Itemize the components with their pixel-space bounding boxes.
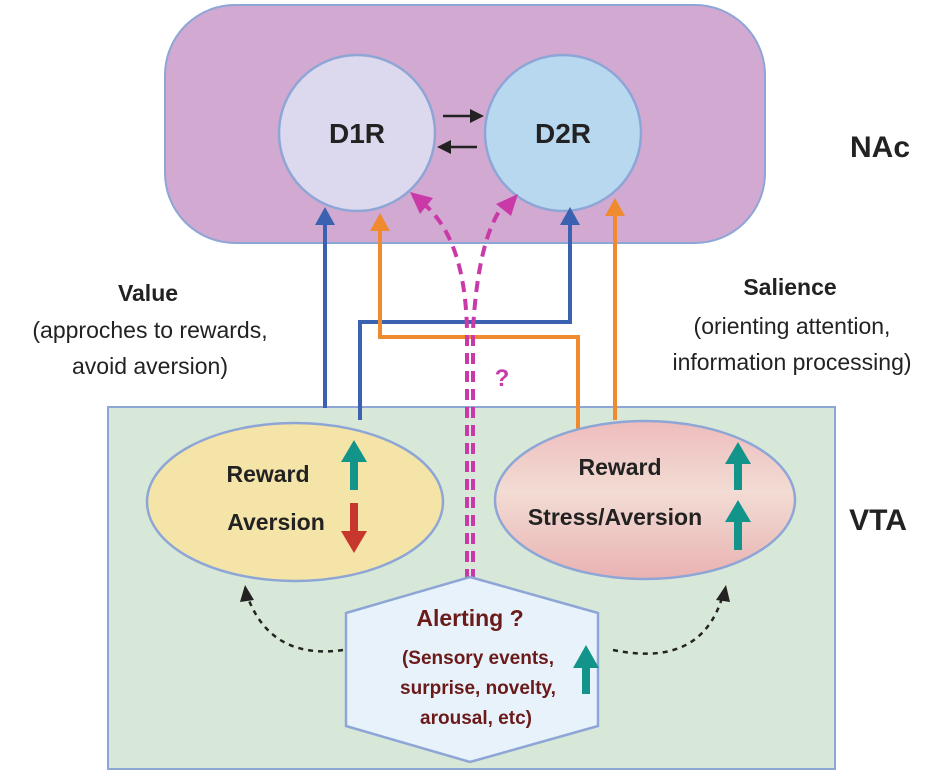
nac-region [164, 4, 766, 244]
alerting-line1: (Sensory events, [402, 648, 554, 669]
alerting-line2: surprise, novelty, [400, 678, 556, 699]
d2r-label: D2R [535, 118, 591, 149]
salience-title: Salience [743, 274, 836, 300]
alerting-title: Alerting ? [416, 605, 523, 631]
salience-pathway-orange [378, 214, 617, 432]
nac-label: NAc [850, 131, 910, 164]
up-arrow-icon [341, 440, 367, 490]
value-title: Value [118, 280, 178, 306]
salience-neuron-reward: Reward [578, 454, 661, 480]
up-arrow-icon [573, 645, 599, 694]
value-neuron-reward: Reward [226, 461, 309, 487]
salience-desc-line1: (orienting attention, [694, 313, 891, 339]
blue-arrowhead-d2r [560, 207, 580, 225]
alerting-line3: arousal, etc) [420, 708, 532, 729]
orange-arrowhead-d1r [370, 213, 390, 231]
dotted-arrowhead-right [716, 585, 730, 602]
alerting-pathway-magenta [423, 203, 504, 580]
down-arrow-icon [341, 503, 367, 553]
alerting-to-neurons-dotted-arrows [246, 597, 724, 655]
question-mark: ? [495, 365, 510, 392]
value-desc-line1: (approches to rewards, [32, 317, 267, 343]
dotted-arrowhead-left [240, 585, 254, 602]
value-desc-line2: avoid aversion) [72, 353, 228, 379]
salience-desc-line2: information processing) [672, 349, 911, 375]
d2r-circle [483, 53, 643, 213]
salience-neuron-ellipse [493, 419, 797, 581]
vta-label: VTA [849, 504, 907, 537]
value-neuron-ellipse [145, 421, 445, 583]
value-pathway-blue [323, 222, 572, 420]
magenta-arrowhead-d1r [410, 192, 433, 214]
d1r-circle [277, 53, 437, 213]
salience-neuron-stress: Stress/Aversion [528, 504, 702, 530]
d1r-label: D1R [329, 118, 385, 149]
magenta-arrowhead-d2r [496, 194, 518, 216]
up-arrow-icon [725, 500, 751, 550]
alerting-hexagon [344, 575, 600, 764]
blue-arrowhead-d1r [315, 207, 335, 225]
d1r-d2r-interaction-arrows [437, 109, 484, 154]
value-neuron-aversion: Aversion [227, 509, 325, 535]
up-arrow-icon [725, 442, 751, 490]
orange-arrowhead-d2r [605, 198, 625, 216]
